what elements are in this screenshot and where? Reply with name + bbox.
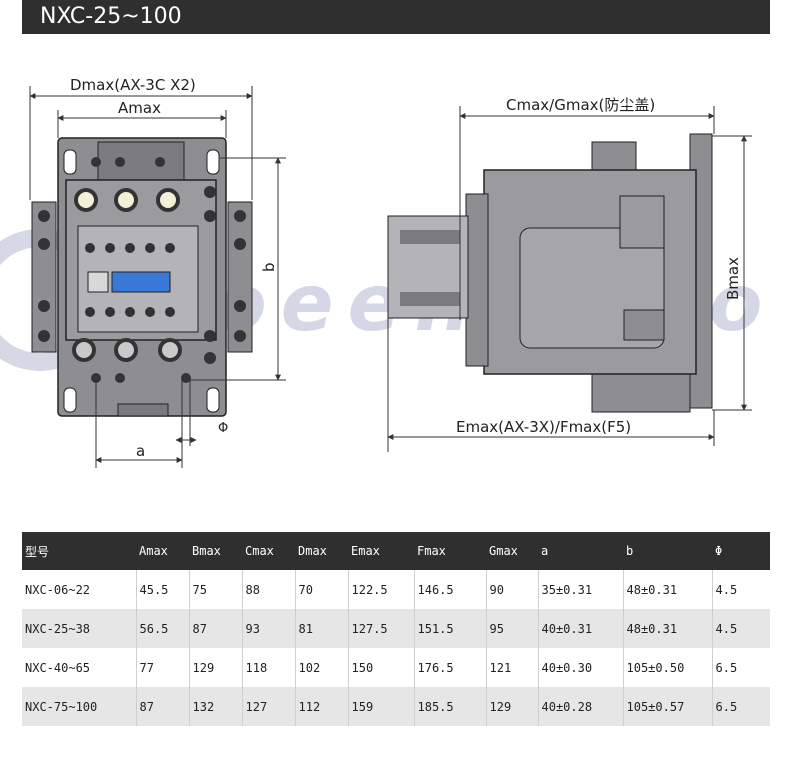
- table-cell: NXC-40~65: [22, 648, 137, 687]
- table-cell: 77: [136, 648, 190, 687]
- front-dimensions: [29, 86, 286, 468]
- table-cell: 75: [189, 570, 243, 609]
- header-gmax: Gmax: [486, 532, 538, 570]
- dim-label-emax-fmax: Emax(AX-3X)/Fmax(F5): [456, 418, 631, 436]
- table-cell: 118: [242, 648, 296, 687]
- dim-label-phi: Φ: [218, 421, 228, 436]
- table-cell: 132: [189, 687, 243, 726]
- table-cell: 122.5: [348, 570, 415, 609]
- table-cell: 151.5: [414, 609, 487, 648]
- table-cell: 105±0.57: [623, 687, 713, 726]
- table-cell: 105±0.50: [623, 648, 713, 687]
- table-cell: 95: [486, 609, 539, 648]
- table-cell: 40±0.31: [538, 609, 624, 648]
- table-cell: 121: [486, 648, 539, 687]
- table-cell: 87: [136, 687, 190, 726]
- table-cell: 112: [295, 687, 349, 726]
- table-cell: 87: [189, 609, 243, 648]
- header-a: a: [538, 532, 623, 570]
- table-row: NXC-75~100 87 132 127 112 159 185.5 129 …: [22, 687, 770, 726]
- side-view: [387, 133, 713, 413]
- dim-label-dmax: Dmax(AX-3C X2): [70, 76, 196, 94]
- dim-label-bmax: Bmax: [724, 257, 742, 300]
- table-cell: 40±0.28: [538, 687, 624, 726]
- table-cell: 159: [348, 687, 415, 726]
- table-header-row: 型号 Amax Bmax Cmax Dmax Emax Fmax Gmax a …: [22, 532, 770, 570]
- header-dmax: Dmax: [295, 532, 348, 570]
- table-cell: 127.5: [348, 609, 415, 648]
- header-emax: Emax: [348, 532, 414, 570]
- table-cell: 6.5: [712, 648, 770, 687]
- dimension-drawing: koeen toyo: [0, 40, 790, 480]
- page-title: NXC-25~100: [40, 4, 182, 29]
- table-cell: 45.5: [136, 570, 190, 609]
- dim-label-cmax-gmax: Cmax/Gmax(防尘盖): [506, 96, 655, 114]
- header-b: b: [623, 532, 712, 570]
- front-view: [31, 137, 253, 417]
- header-fmax: Fmax: [414, 532, 486, 570]
- header-bmax: Bmax: [189, 532, 242, 570]
- table-cell: 35±0.31: [538, 570, 624, 609]
- dim-label-b: b: [260, 262, 278, 272]
- table-cell: 129: [486, 687, 539, 726]
- table-cell: 48±0.31: [623, 570, 713, 609]
- table-row: NXC-25~38 56.5 87 93 81 127.5 151.5 95 4…: [22, 609, 770, 648]
- table-cell: 88: [242, 570, 296, 609]
- table-row: NXC-06~22 45.5 75 88 70 122.5 146.5 90 3…: [22, 570, 770, 609]
- table-cell: 4.5: [712, 570, 770, 609]
- dim-label-amax: Amax: [118, 99, 161, 117]
- table-cell: 150: [348, 648, 415, 687]
- table-row: NXC-40~65 77 129 118 102 150 176.5 121 4…: [22, 648, 770, 687]
- table-cell: 40±0.30: [538, 648, 624, 687]
- table-cell: 102: [295, 648, 349, 687]
- header-phi: Φ: [712, 532, 770, 570]
- table-cell: 127: [242, 687, 296, 726]
- table-cell: NXC-25~38: [22, 609, 137, 648]
- table-cell: 93: [242, 609, 296, 648]
- table-cell: 90: [486, 570, 539, 609]
- table-cell: 146.5: [414, 570, 487, 609]
- dim-label-a: a: [136, 442, 145, 460]
- title-bar: NXC-25~100: [22, 0, 770, 34]
- table-cell: 81: [295, 609, 349, 648]
- table-cell: 48±0.31: [623, 609, 713, 648]
- table-cell: 56.5: [136, 609, 190, 648]
- coil-window: [111, 271, 171, 293]
- table-cell: NXC-06~22: [22, 570, 137, 609]
- table-cell: 129: [189, 648, 243, 687]
- table-cell: 6.5: [712, 687, 770, 726]
- table-cell: 185.5: [414, 687, 487, 726]
- table-cell: 4.5: [712, 609, 770, 648]
- table-cell: 70: [295, 570, 349, 609]
- table-cell: NXC-75~100: [22, 687, 137, 726]
- side-dimensions: [387, 106, 752, 452]
- table-cell: 176.5: [414, 648, 487, 687]
- spec-table: 型号 Amax Bmax Cmax Dmax Emax Fmax Gmax a …: [22, 532, 770, 726]
- header-amax: Amax: [136, 532, 189, 570]
- header-cmax: Cmax: [242, 532, 295, 570]
- header-model: 型号: [22, 532, 136, 570]
